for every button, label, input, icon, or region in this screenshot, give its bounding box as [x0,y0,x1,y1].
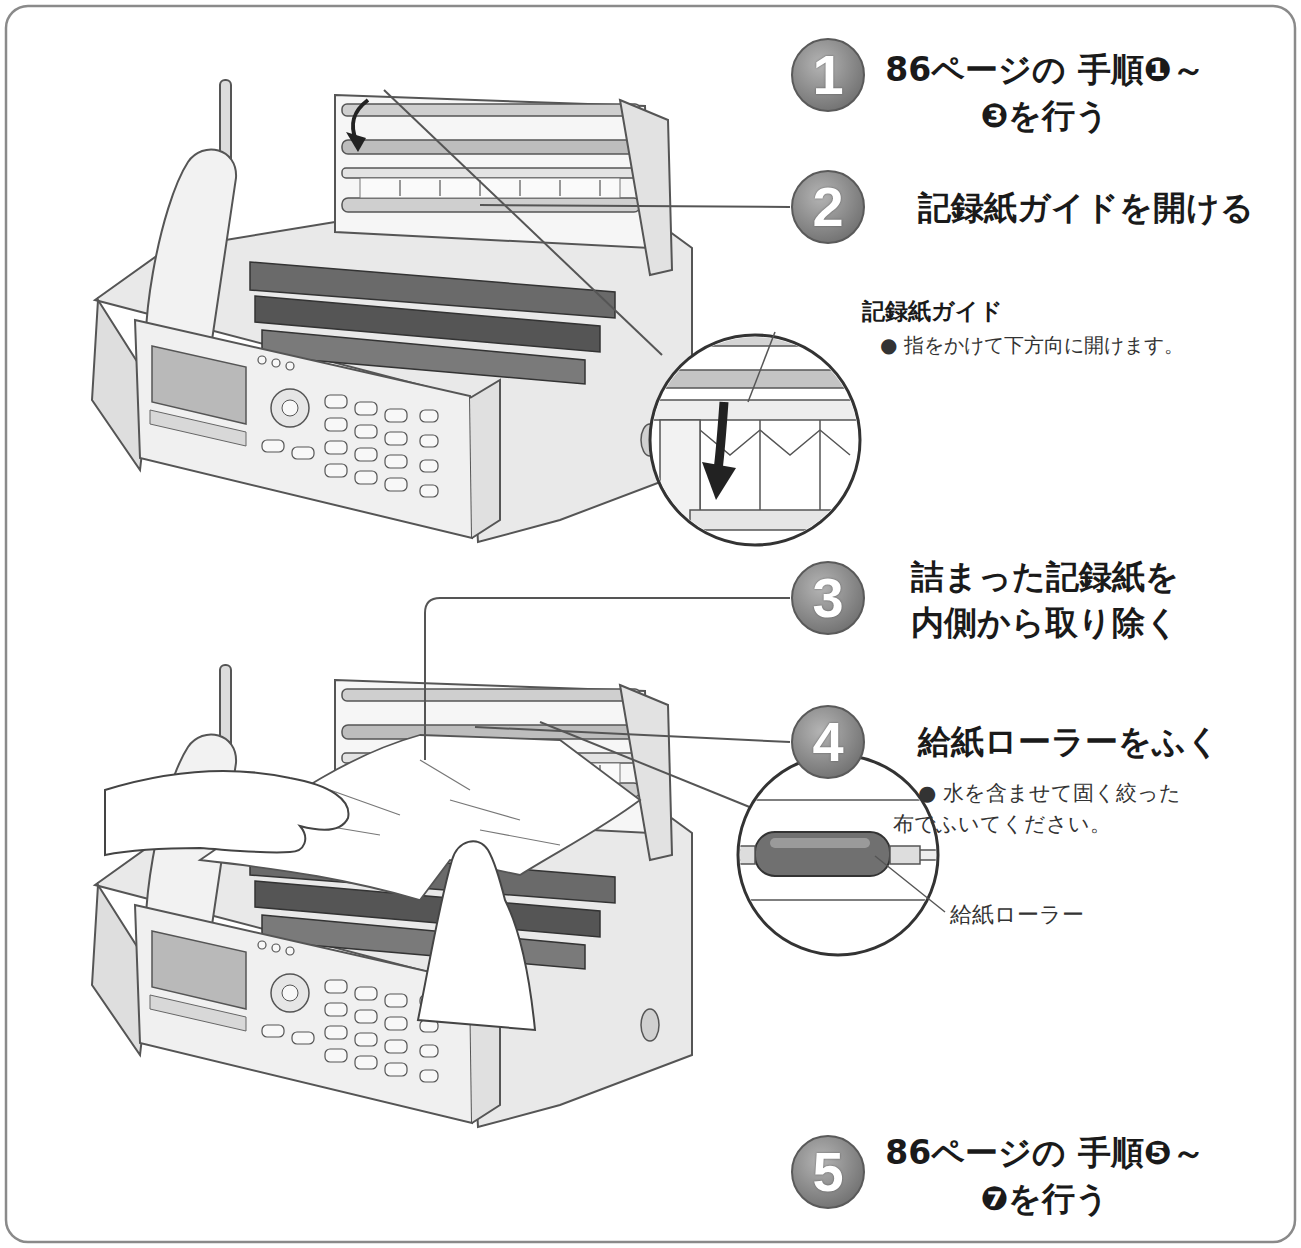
callout-number: 1 [790,37,866,113]
callout-number: 4 [790,704,866,780]
magnifier [650,335,860,545]
magnifier-detail [755,832,890,876]
leader-line [384,90,662,355]
step-heading: 給紙ローラーをふく [918,719,1298,765]
hand [418,841,535,1030]
step-circle: 3詰まった記録紙を 内側から取り除く [790,560,866,636]
magnifier-detail [640,330,880,346]
step-heading: 詰まった記録紙を 内側から取り除く [880,554,1210,646]
step-circle: 2記録紙ガイドを開ける [790,169,866,245]
leader-line [540,722,752,808]
magnifier-detail [735,899,950,901]
open-arrow [346,132,366,152]
magnifier-detail [660,420,700,520]
open-arrow [718,402,724,470]
part-label: 記録紙ガイド [862,296,1003,327]
step-heading: 記録紙ガイドを開ける [918,185,1298,231]
leader-line [748,332,775,402]
step-heading: 86ページの 手順❺～❼を行う [880,1130,1210,1222]
leader-line [475,727,790,742]
magnifier-detail [640,330,880,530]
callout-number: 5 [790,1134,866,1210]
magnifier-detail [640,400,880,420]
leader-line [425,598,790,760]
magnifier [738,755,938,955]
hand [105,771,348,855]
step-circle: 4給紙ローラーをふく● 水を含ませて固く絞った 布でふいてください。 [790,704,866,780]
open-arrow [353,100,368,140]
step-heading: 86ページの 手順❶～❸を行う [880,47,1210,139]
open-arrow [702,462,736,500]
callout-number: 2 [790,169,866,245]
magnifier-detail [690,510,860,530]
leader-line [875,856,945,912]
step-note: ● 水を含ませて固く絞った 布でふいてください。 [893,778,1253,840]
fax-machine [92,665,692,1127]
fax-machine [92,80,692,542]
part-label: ● 指をかけて下方向に開けます。 [880,332,1184,359]
leader-line [480,205,790,207]
callout-number: 3 [790,560,866,636]
step-circle: 186ページの 手順❶～❸を行う [790,37,866,113]
magnifier-detail [730,846,755,864]
part-label: 給紙ローラー [950,900,1084,930]
step-circle: 586ページの 手順❺～❼を行う [790,1134,866,1210]
magnifier-detail [890,846,920,864]
magnifier-detail [735,799,950,801]
magnifier-detail [770,838,870,848]
